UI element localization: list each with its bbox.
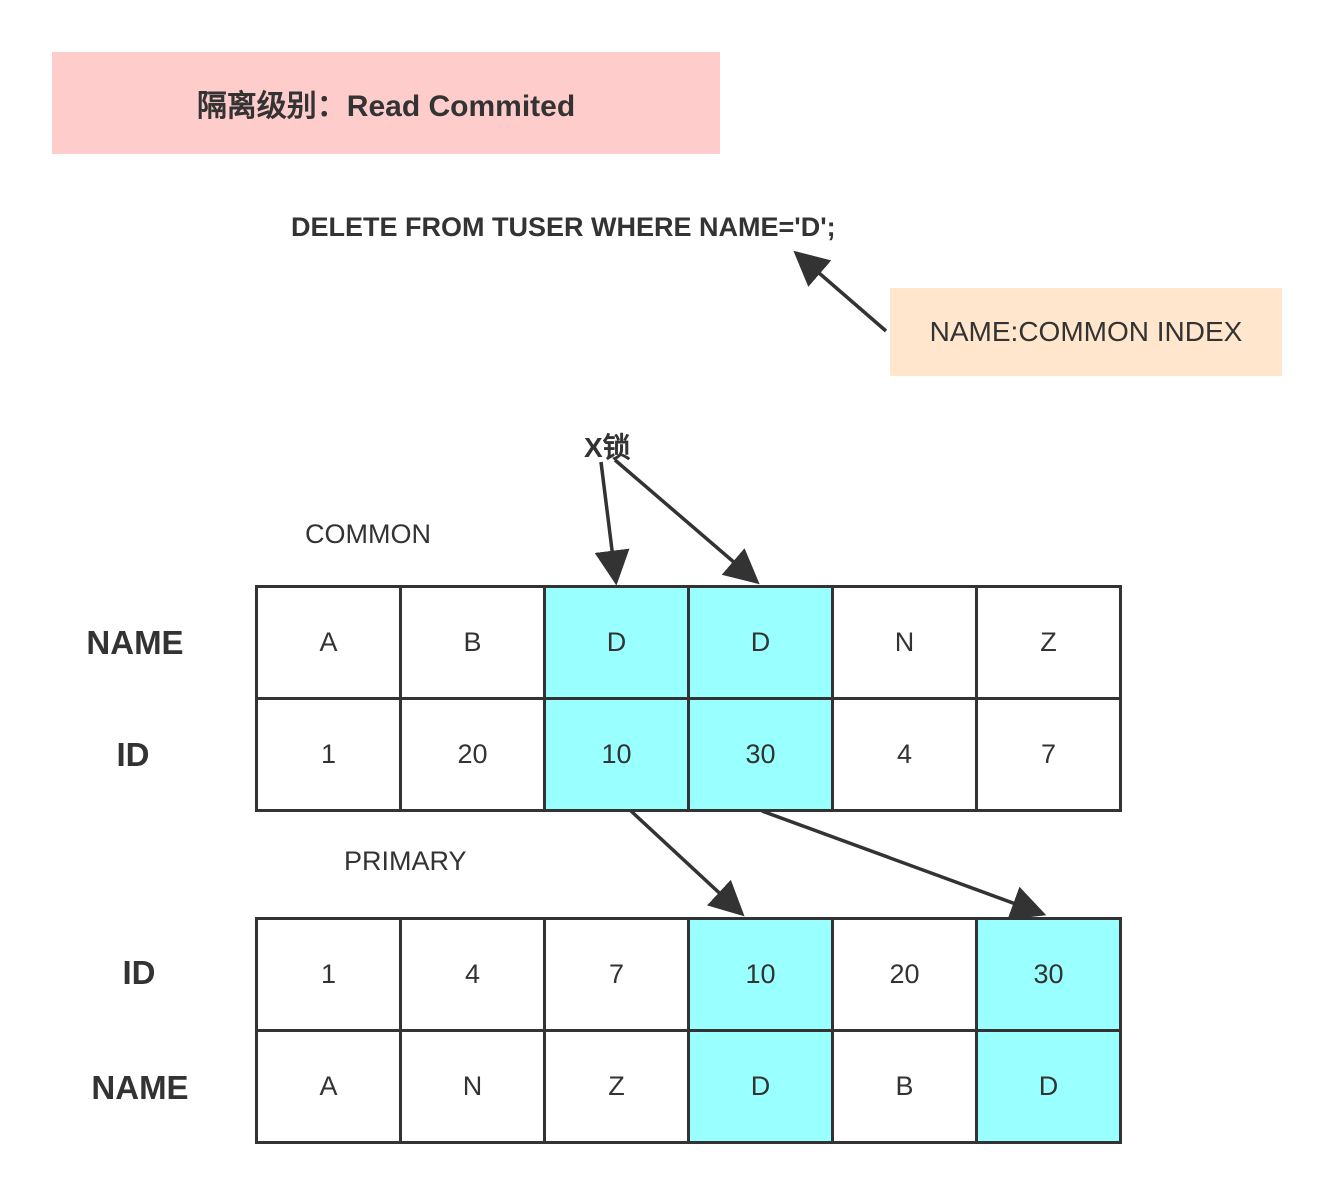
common-name-cell-locked: D <box>687 585 834 700</box>
primary-name-cell: Z <box>543 1029 690 1144</box>
common-index-label: COMMON <box>305 519 431 549</box>
primary-id-cell: 20 <box>831 917 978 1032</box>
arrow-lock-to-d2 <box>613 458 760 585</box>
common-id-cell-locked: 10 <box>543 697 690 812</box>
arrow-id10-to-primary <box>629 809 745 917</box>
common-id-cell: 20 <box>399 697 546 812</box>
common-name-cell: A <box>255 585 402 700</box>
primary-name-row: A N Z D B D <box>255 1029 1122 1144</box>
arrow-lock-to-d1 <box>594 461 630 586</box>
common-name-cell: Z <box>975 585 1122 700</box>
primary-id-cell-locked: 10 <box>687 917 834 1032</box>
common-name-cell: B <box>399 585 546 700</box>
isolation-level-title: 隔离级别：Read Commited <box>52 52 720 154</box>
primary-name-cell: N <box>399 1029 546 1144</box>
common-id-cell-locked: 30 <box>687 697 834 812</box>
common-id-cell: 4 <box>831 697 978 812</box>
primary-row-label-id: ID <box>122 954 156 991</box>
primary-index-label: PRIMARY <box>344 846 467 876</box>
arrow-note-to-sql <box>793 250 888 333</box>
primary-id-row: 1 4 7 10 20 30 <box>255 917 1122 1032</box>
primary-id-cell: 1 <box>255 917 402 1032</box>
primary-id-cell-locked: 30 <box>975 917 1122 1032</box>
common-index-table: A B D D N Z 1 20 10 30 4 7 <box>255 585 1122 812</box>
common-name-row: A B D D N Z <box>255 585 1122 700</box>
primary-row-label-name: NAME <box>91 1069 189 1106</box>
common-row-label-id: ID <box>116 736 150 773</box>
x-lock-label: X锁 <box>584 432 631 463</box>
sql-statement: DELETE FROM TUSER WHERE NAME='D'; <box>291 212 836 242</box>
primary-index-table: 1 4 7 10 20 30 A N Z D B D <box>255 917 1122 1144</box>
index-note: NAME:COMMON INDEX <box>890 288 1282 376</box>
common-id-row: 1 20 10 30 4 7 <box>255 697 1122 812</box>
primary-name-cell: A <box>255 1029 402 1144</box>
common-name-cell: N <box>831 585 978 700</box>
primary-id-cell: 7 <box>543 917 690 1032</box>
primary-name-cell: B <box>831 1029 978 1144</box>
primary-id-cell: 4 <box>399 917 546 1032</box>
common-name-cell-locked: D <box>543 585 690 700</box>
primary-name-cell-locked: D <box>975 1029 1122 1144</box>
arrow-id30-to-primary <box>761 809 1047 920</box>
primary-name-cell-locked: D <box>687 1029 834 1144</box>
common-id-cell: 7 <box>975 697 1122 812</box>
common-row-label-name: NAME <box>86 624 184 661</box>
common-id-cell: 1 <box>255 697 402 812</box>
